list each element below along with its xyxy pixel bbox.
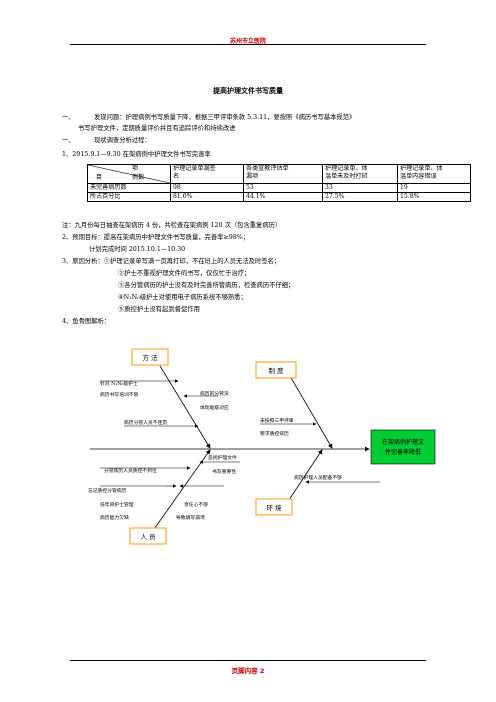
cause-m2b: 体现能级对应: [200, 404, 229, 411]
corner-label-top: 项: [132, 165, 139, 172]
document-footer: 页脚内容 2: [231, 667, 265, 675]
cause-p1: 分管病历人员质控不到位: [104, 467, 157, 474]
table-header-row: 项 目 例数 护理记录单漏签名 各类宣教评估单漏项 护理记录单、体温单未及时打印…: [87, 164, 471, 184]
table-cell: 19: [397, 183, 471, 193]
causes-intro: 3、原因分析：①护理记录单写满一页再打印，不在班上的人员无法及时签名；: [62, 258, 281, 265]
row-label: 未完善病历数: [87, 183, 171, 193]
cause-item: ④N₁N₀级护士对使用电子病历系统不够熟悉；: [118, 294, 247, 301]
survey-note: 注：九月份每日抽查在架病历 4 份，共检查在架病例 120 次（包含重复病历）: [62, 222, 282, 229]
cause-p3: 忘记质控分管病历: [88, 487, 127, 494]
section1-text2: 书写护理文件，定期质量评价并且有追踪评价和持续改进: [78, 125, 236, 132]
goal-line1: 2、预期目标：提高在架病历中护理文件书写质量，完善率≥98%；: [62, 234, 249, 241]
label-people: 人 员: [140, 533, 156, 541]
table-cell: 15.8%: [397, 192, 471, 202]
label-method: 方 法: [142, 353, 158, 362]
head-line1: 在架病例护理文: [382, 438, 424, 446]
box-system: [255, 361, 297, 379]
corner-diagonal: [88, 165, 170, 183]
goal-line2: 计划完成时间 2015.10.1—10.30: [89, 246, 186, 253]
header-cell: 护理记录单、体温单内容错误: [397, 164, 471, 184]
document-header: 苏州市立医院: [229, 38, 266, 45]
cause-p5a: 责任心不够: [184, 501, 208, 508]
table-cell: 53: [243, 183, 323, 193]
header-cell: 护理记录单漏签名: [170, 164, 244, 184]
item4-heading: 4、鱼骨图解析：: [62, 318, 111, 325]
section1-number: 一、: [62, 114, 75, 121]
cause-item: ③各分管病历的护士没有及时完善所管病历，检查病历不仔细；: [118, 282, 295, 289]
bone-environment: [284, 449, 323, 507]
row-label: 所占百分比: [87, 192, 171, 202]
table-row: 未完善病历数 98 53 33 19: [87, 183, 471, 193]
header-cell: 各类宣教评估单漏项: [243, 164, 323, 184]
table-cell: 81.6%: [170, 192, 244, 202]
corner-label-right: 例数: [132, 174, 145, 181]
cause-s1a: 未按照三甲评审: [260, 417, 294, 424]
fishbone-diagram: 方 法 制 度 人 员 环 境 在架病例护理文 件完善率降低 针对 N₁N₀级护…: [88, 348, 436, 545]
stats-table: 项 目 例数 护理记录单漏签名 各类宣教评估单漏项 护理记录单、体温单未及时打印…: [87, 164, 471, 202]
cause-m3: 病历分管人员不连贯: [124, 419, 167, 426]
cause-p2b: 书写重要性: [212, 468, 236, 475]
cause-p2a: 忽视护理文件: [208, 454, 237, 461]
table-cell: 44.1%: [243, 192, 323, 202]
section1-text: 发现问题：护理病例书写质量下降，根据三甲评审条款 5.3.11，要按照《病历书写…: [94, 114, 356, 121]
cause-p4b: 病历能力欠缺: [100, 514, 129, 521]
table-cell: 27.5%: [322, 192, 398, 202]
cause-item: ⑤质控护士没有起到督促作用: [118, 306, 200, 313]
box-people: [129, 527, 167, 545]
box-environment: [255, 498, 293, 516]
cause-m1b: 病历书写培训不够: [100, 391, 139, 398]
table-corner-cell: 项 目 例数: [87, 164, 171, 184]
cause-p5b: 导致填写漏项: [176, 514, 205, 521]
cause-m2a: 病历的分管没: [200, 390, 229, 397]
header-cell: 护理记录单、体温单未及时打印: [322, 164, 398, 184]
footer-rule: [70, 660, 426, 661]
cause-m1a: 针对 N₁N₀级护士: [100, 380, 138, 387]
page-title: 提高护理文件书写质量: [213, 86, 283, 95]
cause-s1b: 要求质控病历: [260, 430, 289, 437]
bone-method: [159, 365, 211, 449]
section2-text: 现状调查分析过程：: [94, 137, 151, 144]
box-method: [131, 348, 169, 366]
label-system: 制 度: [268, 366, 284, 375]
table-row: 所占百分比 81.6% 44.1% 27.5% 15.8%: [87, 192, 471, 202]
fishbone-head: [370, 429, 436, 465]
item1-heading: 1、2015.9.1—9.30 在架病例中护理文件书写完善率: [62, 151, 211, 158]
cause-p4a: 低年资护士管理: [100, 501, 134, 508]
bone-system: [289, 375, 333, 449]
head-line2: 件完善率降低: [385, 448, 421, 456]
section2-number: 一、: [62, 137, 75, 144]
header-rule: [70, 44, 426, 45]
table-cell: 33: [322, 183, 398, 193]
label-environment: 环 境: [266, 503, 282, 512]
cause-item: ②护士不重视护理文件的书写，仅仅忙于治疗；: [118, 270, 251, 277]
corner-label-mid: 目: [96, 174, 103, 181]
table-cell: 98: [170, 183, 244, 193]
cause-e1: 病历护理人员配备不够: [294, 474, 342, 481]
